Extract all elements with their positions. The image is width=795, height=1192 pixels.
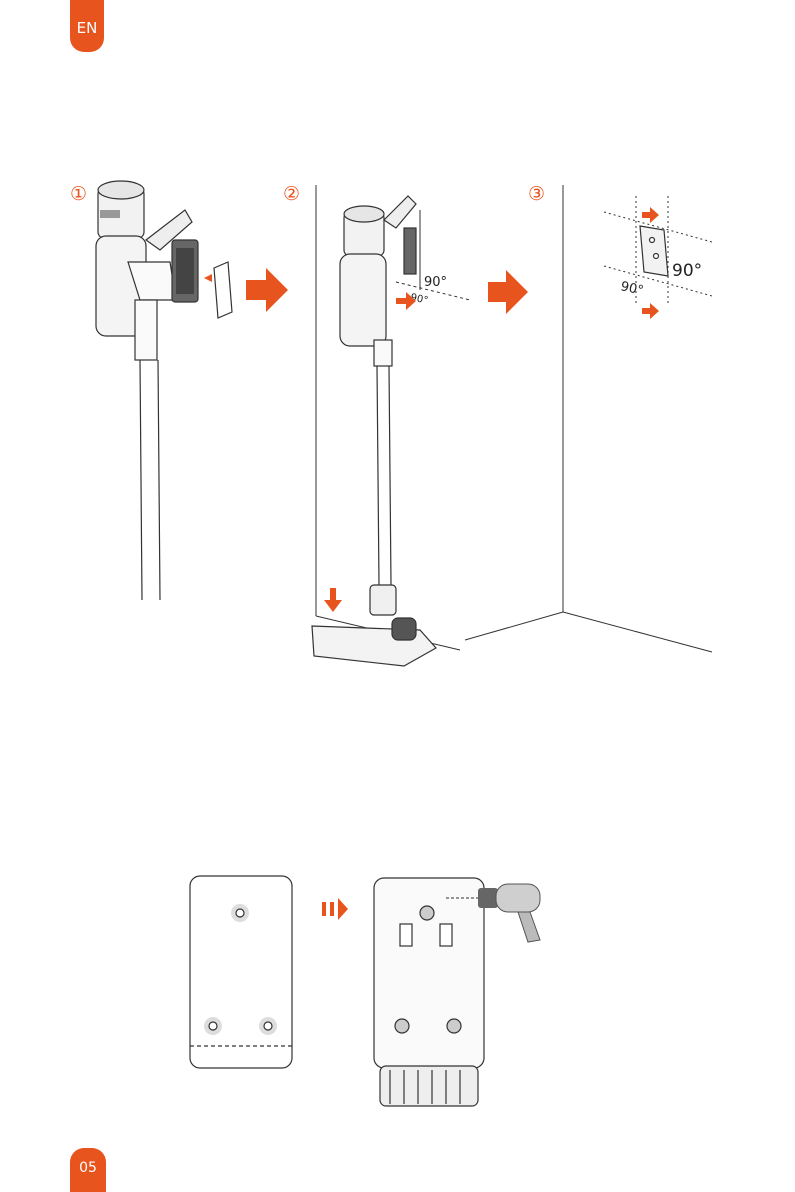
step-2-label: ②	[283, 183, 300, 205]
step-1-arrow-small	[204, 274, 212, 282]
step-2-angle-a: 90°	[424, 275, 447, 290]
template-to-dock-arrow	[322, 898, 348, 920]
page-number: 05	[79, 1160, 97, 1176]
step-3-label: ③	[528, 183, 545, 205]
step-1-label: ①	[70, 183, 87, 205]
step-3-dock	[640, 226, 668, 276]
step-3-angle-a: 90°	[672, 261, 702, 281]
mounting-template	[190, 876, 292, 1068]
step-1-to-2-arrow	[246, 268, 288, 312]
page-number-tab: 05	[70, 1148, 106, 1192]
step-3-angle-b: 90°	[619, 279, 645, 298]
wall-dock	[374, 878, 484, 1106]
step-3-wall	[465, 185, 712, 652]
step-2-to-3-arrow	[488, 270, 528, 314]
step-1-vacuum	[96, 181, 232, 600]
step-2-wall	[316, 185, 470, 650]
